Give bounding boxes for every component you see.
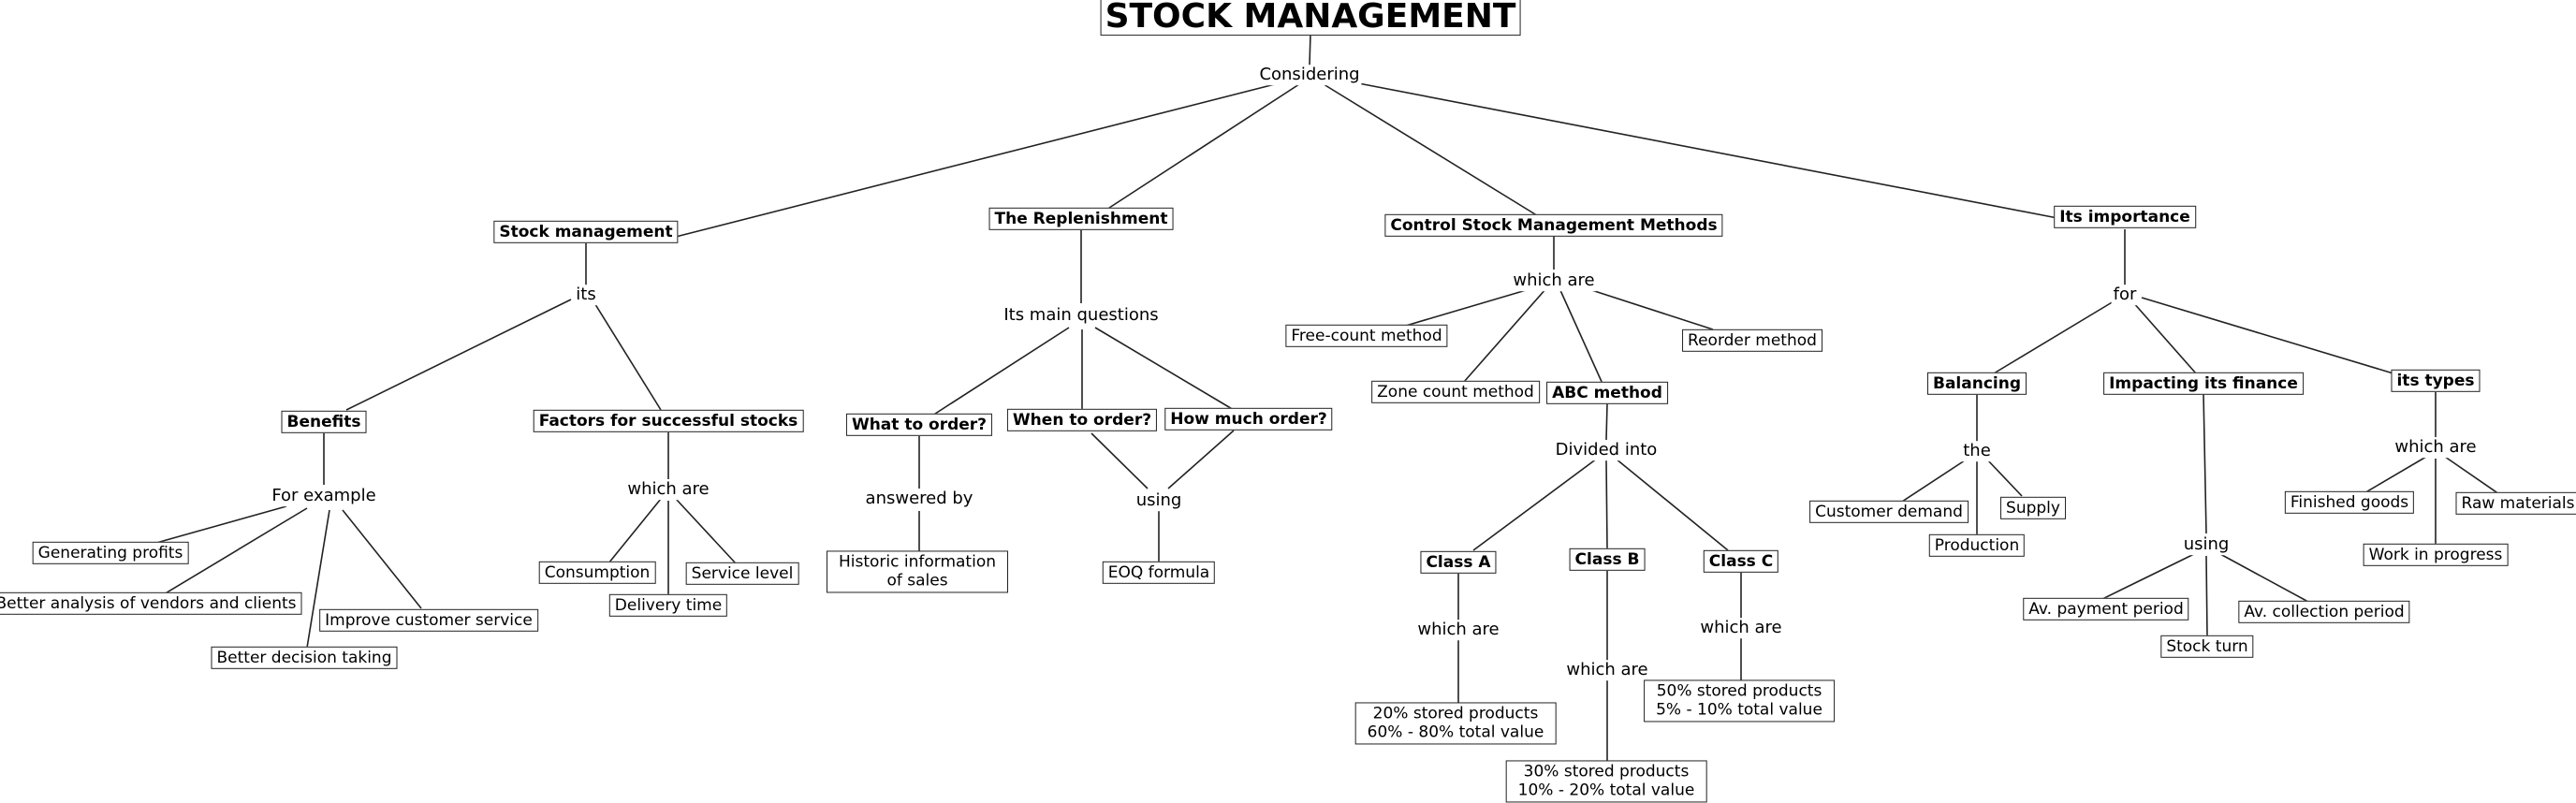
link-its-label: its bbox=[574, 285, 598, 305]
node-stock-turn: Stock turn bbox=[2160, 635, 2254, 659]
node-its-types: its types bbox=[2391, 369, 2481, 393]
diagram-title: STOCK MANAGEMENT bbox=[1100, 0, 1521, 36]
node-eoq-formula: EOQ formula bbox=[1102, 561, 1216, 585]
node-stock-management: Stock management bbox=[493, 220, 679, 244]
node-supply: Supply bbox=[2000, 496, 2066, 520]
node-class-b-detail: 30% stored products 10% - 20% total valu… bbox=[1505, 760, 1707, 803]
node-generating-profits: Generating profits bbox=[32, 541, 189, 565]
node-factors: Factors for successful stocks bbox=[533, 409, 804, 433]
node-customer-demand: Customer demand bbox=[1809, 500, 1969, 524]
link-for-example: For example bbox=[270, 486, 378, 506]
node-control-methods: Control Stock Management Methods bbox=[1384, 213, 1723, 238]
link-using: using bbox=[1134, 490, 1184, 511]
node-when-to-order: When to order? bbox=[1006, 408, 1158, 432]
node-class-a: Class A bbox=[1420, 550, 1497, 575]
node-consumption: Consumption bbox=[538, 561, 656, 585]
node-raw-materials: Raw materials bbox=[2455, 491, 2576, 516]
node-zone-count: Zone count method bbox=[1371, 380, 1540, 404]
link-finance-using: using bbox=[2181, 534, 2232, 555]
node-class-c-detail: 50% stored products 5% - 10% total value bbox=[1644, 679, 1835, 723]
link-types-which-are: which are bbox=[2393, 437, 2479, 458]
node-work-in-progress: Work in progress bbox=[2363, 543, 2509, 567]
node-benefits: Benefits bbox=[281, 410, 367, 434]
node-how-much-order: How much order? bbox=[1164, 407, 1333, 431]
node-free-count: Free-count method bbox=[1285, 324, 1448, 348]
node-reorder: Reorder method bbox=[1682, 328, 1822, 353]
link-class-c-which-are: which are bbox=[1698, 618, 1784, 638]
link-answered-by: answered by bbox=[863, 489, 975, 509]
link-class-b-which-are: which are bbox=[1564, 660, 1650, 680]
link-for: for bbox=[2111, 285, 2139, 305]
node-delivery-time: Delivery time bbox=[608, 593, 728, 618]
node-service-level: Service level bbox=[685, 562, 799, 586]
node-production: Production bbox=[1928, 533, 2026, 558]
link-control-which-are: which are bbox=[1511, 270, 1597, 291]
node-abc-method: ABC method bbox=[1546, 381, 1668, 405]
node-class-b: Class B bbox=[1569, 548, 1646, 572]
title-text: STOCK MANAGEMENT bbox=[1105, 0, 1516, 36]
link-divided-into: Divided into bbox=[1553, 440, 1660, 460]
link-class-a-which-are: which are bbox=[1415, 620, 1501, 640]
node-balancing: Balancing bbox=[1926, 372, 2027, 396]
link-factors-which-are: which are bbox=[625, 479, 711, 500]
node-improve-customer-service: Improve customer service bbox=[319, 608, 538, 633]
root-link-label: Considering bbox=[1257, 65, 1362, 85]
node-av-payment-period: Av. payment period bbox=[2023, 597, 2189, 621]
node-better-decision: Better decision taking bbox=[211, 646, 398, 670]
link-the: the bbox=[1961, 441, 1993, 461]
node-historic-information: Historic information of sales bbox=[826, 550, 1009, 593]
node-finished-goods: Finished goods bbox=[2284, 490, 2415, 515]
link-main-questions: Its main questions bbox=[1002, 305, 1161, 326]
node-replenishment: The Replenishment bbox=[988, 207, 1174, 231]
node-better-analysis: Better analysis of vendors and clients bbox=[0, 591, 302, 616]
node-what-to-order: What to order? bbox=[845, 413, 993, 437]
node-class-a-detail: 20% stored products 60% - 80% total valu… bbox=[1354, 702, 1557, 745]
node-av-collection-period: Av. collection period bbox=[2238, 600, 2410, 624]
node-its-importance: Its importance bbox=[2054, 205, 2196, 229]
node-impacting-finance: Impacting its finance bbox=[2103, 372, 2304, 396]
node-class-c: Class C bbox=[1703, 549, 1779, 574]
